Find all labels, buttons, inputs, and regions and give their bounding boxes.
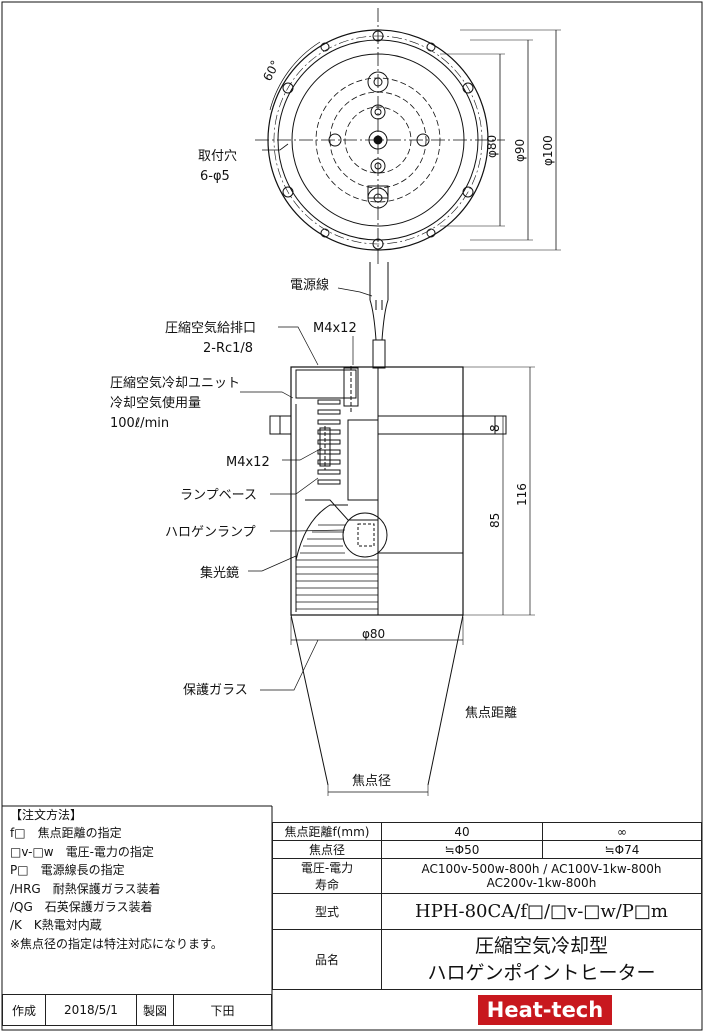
flange-right xyxy=(377,415,507,435)
focal-distance-value: 40 xyxy=(381,822,543,841)
side-view xyxy=(240,262,535,796)
mount-hole xyxy=(372,30,384,42)
mount-holes-spec: 6-φ5 xyxy=(200,169,230,184)
cooling-unit-label: 圧縮空気冷却ユニット xyxy=(110,375,240,391)
dim-h8: 8 xyxy=(488,424,502,432)
dim-bottom-d80: φ80 xyxy=(362,627,385,641)
heater-body xyxy=(290,366,464,616)
mount-hole xyxy=(372,238,384,250)
voltage-line: AC200v-1kw-800h xyxy=(486,876,597,890)
model-value: HPH-80CA/f□/□v-□w/P□m xyxy=(381,893,702,930)
dim-d90: φ90 xyxy=(513,139,527,162)
dim-d80: φ80 xyxy=(485,135,499,158)
mount-hole xyxy=(462,186,474,198)
product-name-line: 圧縮空気冷却型 xyxy=(474,934,608,957)
life-label: 寿命 xyxy=(314,878,339,892)
note-line: ※焦点径の指定は特注対応になります。 xyxy=(10,936,223,951)
air-port-spec: 2-Rc1/8 xyxy=(203,341,253,356)
notes-heading: 【注文方法】 xyxy=(10,808,83,822)
halogen-lamp-bulb xyxy=(342,512,388,558)
product-name: 圧縮空気冷却型 ハロゲンポイントヒーター xyxy=(381,929,702,990)
title-block: 作成 2018/5/1 製図 下田 xyxy=(2,994,272,1026)
mount-holes-label: 取付穴 xyxy=(198,149,237,164)
order-notes: 【注文方法】 f□ 焦点距離の指定 □v-□w 電圧-電力の指定 P□ 電源線長… xyxy=(10,806,272,992)
note-line: P□ 電源線長の指定 xyxy=(10,863,125,878)
note-line: /QG 石英保護ガラス装着 xyxy=(10,900,153,915)
protective-glass-label: 保護ガラス xyxy=(183,682,248,698)
flange-outer-circle xyxy=(267,29,489,251)
dim-h116: 116 xyxy=(515,483,529,506)
mount-hole xyxy=(282,186,294,198)
power-cable-label: 電源線 xyxy=(290,277,329,293)
body-circle xyxy=(291,53,465,227)
mount-hole xyxy=(282,82,294,94)
focal-distance-value: ∞ xyxy=(542,822,702,841)
created-date: 2018/5/1 xyxy=(45,994,137,1026)
voltage-line: AC100v-500w-800h / AC100V-1kw-800h xyxy=(421,862,662,876)
screw-side-label: M4x12 xyxy=(226,455,270,470)
voltage-values: AC100v-500w-800h / AC100V-1kw-800h AC200… xyxy=(381,858,702,894)
air-usage-value: 100ℓ/min xyxy=(110,416,169,431)
air-port-label: 圧縮空気給排口 xyxy=(165,320,256,336)
note-line: /K K熱電対内蔵 xyxy=(10,918,102,933)
dim-d100: φ100 xyxy=(541,135,555,166)
drawn-by: 下田 xyxy=(173,994,272,1026)
dim-h85: 85 xyxy=(488,513,502,528)
lamp-base-label: ランプベース xyxy=(180,488,257,503)
focal-diameter-value: ≒Φ74 xyxy=(542,840,702,859)
focal-distance-header: 焦点距離f(mm) xyxy=(272,822,382,841)
mount-hole xyxy=(462,82,474,94)
focal-diameter-value: ≒Φ50 xyxy=(381,840,543,859)
brand-logo: Heat-tech xyxy=(478,995,612,1025)
focal-distance-label: 焦点距離 xyxy=(465,706,517,721)
note-line: /HRG 耐熱保護ガラス装着 xyxy=(10,881,161,896)
angle-label: 60° xyxy=(260,58,282,83)
note-line: f□ 焦点距離の指定 xyxy=(10,826,122,841)
screw-top-label: M4x12 xyxy=(313,321,357,336)
flange-inner-circle xyxy=(277,39,479,241)
focal-diameter-label: 焦点径 xyxy=(352,774,391,789)
spec-table: 焦点距離f(mm) 40 ∞ 焦点径 ≒Φ50 ≒Φ74 電圧-電力 寿命 AC… xyxy=(272,822,702,990)
product-name-line: ハロゲンポイントヒーター xyxy=(427,961,656,984)
created-label: 作成 xyxy=(2,994,46,1026)
product-name-header: 品名 xyxy=(272,929,382,990)
focal-diameter-header: 焦点径 xyxy=(272,840,382,859)
note-line: □v-□w 電圧-電力の指定 xyxy=(10,844,154,859)
voltage-label: 電圧-電力 xyxy=(300,861,354,875)
beam-cone-left xyxy=(290,614,329,786)
air-usage-label: 冷却空気使用量 xyxy=(110,395,201,411)
model-header: 型式 xyxy=(272,893,382,930)
beam-cone-right xyxy=(427,614,464,786)
drawn-label: 製図 xyxy=(136,994,174,1026)
halogen-lamp-label: ハロゲンランプ xyxy=(165,525,256,540)
voltage-life-header: 電圧-電力 寿命 xyxy=(272,858,382,894)
reflector-label: 集光鏡 xyxy=(200,565,239,581)
top-view xyxy=(255,8,561,265)
